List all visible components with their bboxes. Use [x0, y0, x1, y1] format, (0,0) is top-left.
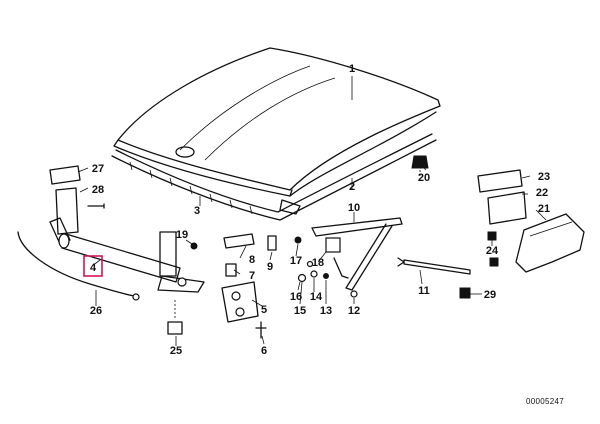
callout-19[interactable]: 19	[176, 229, 188, 241]
hood-lock-parts	[167, 233, 277, 339]
callout-23[interactable]: 23	[538, 171, 550, 183]
callout-22[interactable]: 22	[536, 187, 548, 199]
callout-27[interactable]: 27	[92, 163, 104, 175]
left-hinge-strut	[17, 165, 205, 301]
callout-16[interactable]: 16	[290, 291, 302, 303]
callout-6[interactable]: 6	[261, 345, 267, 357]
callout-29[interactable]: 29	[484, 289, 496, 301]
callout-15[interactable]: 15	[294, 305, 306, 317]
callout-4[interactable]: 4	[90, 262, 97, 274]
callout-26[interactable]: 26	[90, 305, 102, 317]
callout-20[interactable]: 20	[418, 172, 430, 184]
right-hinge	[411, 155, 585, 299]
drawing-number: 00005247	[526, 397, 564, 406]
support-arm-assembly	[311, 217, 471, 298]
callout-5[interactable]: 5	[261, 304, 267, 316]
callout-24[interactable]: 24	[486, 245, 499, 257]
callout-12[interactable]: 12	[348, 305, 360, 317]
callout-28[interactable]: 28	[92, 184, 104, 196]
callout-21[interactable]: 21	[538, 203, 550, 215]
callout-3[interactable]: 3	[194, 205, 200, 217]
callout-11[interactable]: 11	[418, 285, 430, 297]
highlighted-callout-box	[83, 255, 103, 277]
hood-panel	[113, 47, 441, 197]
center-fasteners	[294, 236, 329, 283]
callout-25[interactable]: 25	[170, 345, 182, 357]
callout-7[interactable]: 7	[249, 270, 255, 282]
callout-17[interactable]: 17	[290, 255, 302, 267]
callout-9[interactable]: 9	[267, 261, 273, 273]
callout-14[interactable]: 14	[310, 291, 323, 303]
leader-lines	[77, 76, 547, 346]
callout-13[interactable]: 13	[320, 305, 332, 317]
callout-10[interactable]: 10	[348, 202, 360, 214]
hood-seal-frame	[111, 133, 437, 221]
callout-1[interactable]: 1	[349, 63, 355, 75]
callout-18[interactable]: 18	[312, 257, 324, 269]
callout-labels: 1 2 3 4 5 6 7 8 9 10 11 12 13 14 15 16 1…	[90, 63, 550, 357]
callout-8[interactable]: 8	[249, 254, 255, 266]
callout-2[interactable]: 2	[349, 181, 355, 193]
